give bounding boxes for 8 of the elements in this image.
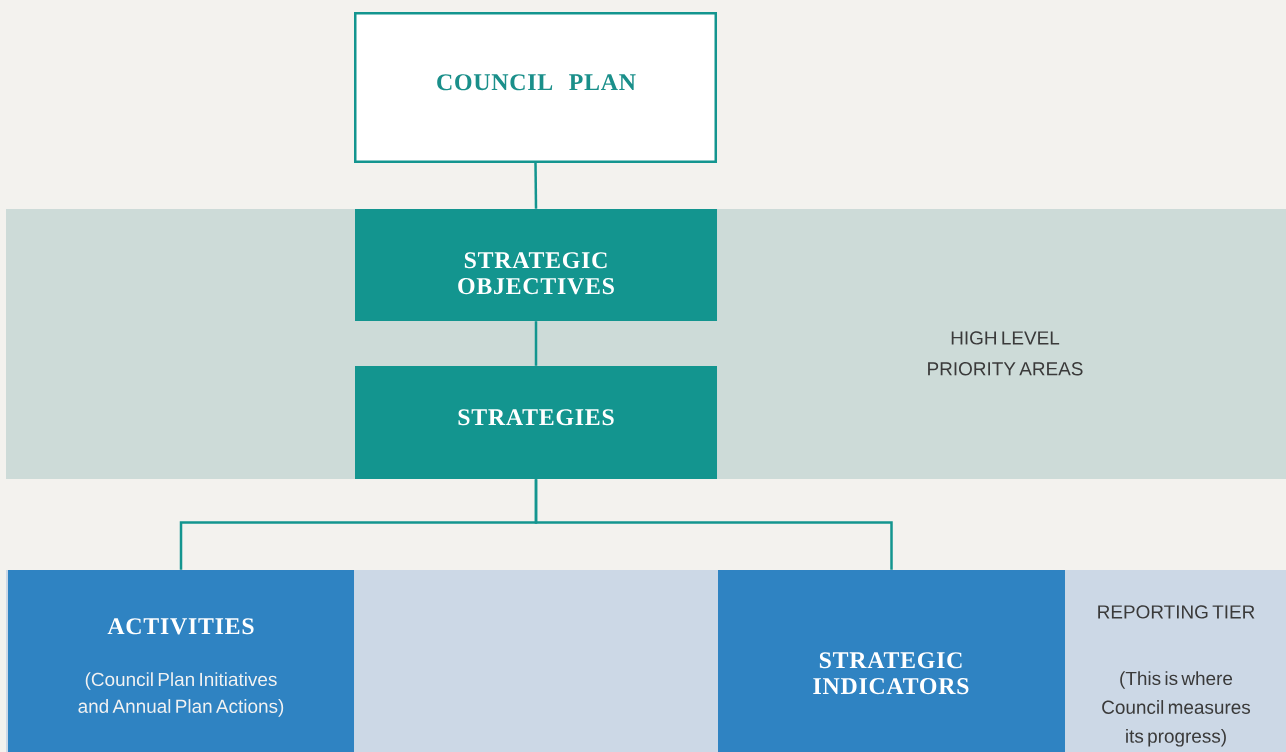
indicators-box: STRATEGIC INDICATORS: [718, 570, 1065, 752]
connector-line: [534, 321, 538, 366]
strategies-box: STRATEGIES: [355, 366, 717, 479]
activities-box: ACTIVITIES (Council Plan Initiatives and Annual Plan Actions): [8, 570, 354, 752]
connector-line: [534, 479, 893, 570]
plan-box: COUNCIL PLAN: [354, 12, 717, 163]
connector-line: [534, 162, 538, 209]
objectives-box: STRATEGIC OBJECTIVES: [355, 209, 717, 321]
